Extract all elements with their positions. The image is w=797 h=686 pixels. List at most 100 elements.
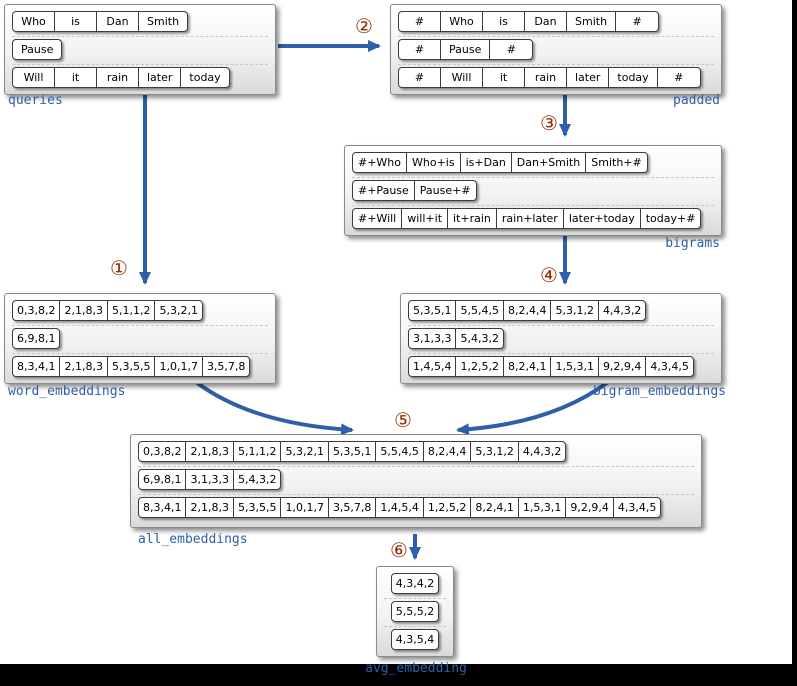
token-row-pill: #Pause# [398,39,534,60]
token-cell: 4,3,4,5 [617,501,657,514]
token-cell: 2,1,8,3 [186,442,234,461]
token-cell: 3,5,7,8 [329,498,377,517]
token-cell: today+# [645,212,696,225]
token-cell: 8,2,4,4 [504,301,552,320]
token-cell: 5,1,1,2 [108,301,156,320]
token-cell: 5,5,4,5 [456,301,504,320]
token-cell: Smith [147,15,180,28]
token-cell: # [506,43,516,56]
token-cell: # [674,71,684,84]
token-cell: 1,0,1,7 [155,357,203,376]
token-cell: # [632,15,642,28]
token-cell: #+Will [353,209,403,228]
step-5-badge: ⑤ [394,408,412,432]
token-cell: later [567,68,610,87]
token-cell: Pause [21,43,54,56]
token-cell: 5,3,5,5 [234,498,282,517]
token-cell: it [55,68,97,87]
token-cell: 1,5,3,1 [519,498,567,517]
token-cell: it+rain [448,209,497,228]
token-cell: 3,1,3,3 [186,470,234,489]
token-cell: 2,1,8,3 [60,357,108,376]
token-cell: Smith+# [591,156,642,169]
avg-embedding-label: avg_embedding [365,661,467,676]
token-cell: # [399,68,441,87]
token-cell: 5,1,1,2 [234,442,282,461]
token-cell: 9,2,9,4 [599,357,647,376]
token-cell: Who+is [407,153,461,172]
token-row: #Pause# [398,37,714,65]
token-cell: Dan [97,12,139,31]
token-cell: 1,4,5,4 [409,357,457,376]
token-cell: 8,2,4,1 [471,498,519,517]
token-cell: today [609,68,658,87]
token-cell: 5,3,1,2 [551,301,599,320]
token-cell: 3,1,3,3 [409,329,457,348]
queries-label: queries [8,93,63,108]
token-cell: Smith [567,12,617,31]
token-cell: 8,2,4,4 [424,442,472,461]
token-cell: is+Dan [461,153,512,172]
token-cell: 9,2,9,4 [566,498,614,517]
token-cell: later [139,68,182,87]
token-cell: it [483,68,525,87]
all-embeddings-label: all_embeddings [138,532,248,547]
token-cell: 8,2,4,1 [504,357,552,376]
token-cell: 5,4,3,2 [460,332,499,345]
token-cell: 5,3,2,1 [159,304,198,317]
arrow-word-embeddings-to-all-embeddings [194,380,354,436]
token-cell: Will [13,68,55,87]
token-cell: 3,5,7,8 [206,360,246,373]
token-cell: rain+later [497,209,564,228]
token-row-pill: 6,9,8,1 [12,328,61,349]
token-row-pill: Pause [12,39,63,60]
token-cell: 2,1,8,3 [60,301,108,320]
token-cell: 5,3,2,1 [281,442,329,461]
token-row-pill: 4,3,5,4 [390,629,440,650]
word-embeddings-label: word_embeddings [8,384,126,399]
step-2-badge: ② [355,14,373,38]
bigrams-label: bigrams [665,236,720,251]
step-3-badge: ③ [540,111,558,135]
token-cell: is [55,12,97,31]
token-cell: # [399,12,441,31]
padded-label: padded [673,93,720,108]
token-cell: 5,5,4,5 [376,442,424,461]
token-row-pill: 5,5,5,2 [390,601,440,622]
token-cell: rain [525,68,567,87]
token-cell: Dan+Smith [512,153,587,172]
token-row: Pause [12,37,268,65]
token-row-pill: 4,3,4,2 [390,573,440,594]
avg-embedding-box: 4,3,4,2 5,5,5,2 4,3,5,4 [376,566,454,657]
token-cell: 5,5,5,2 [395,605,435,618]
token-cell: Pause+# [419,184,471,197]
token-row: 4,3,4,2 [384,571,446,599]
token-cell: 5,3,5,1 [409,301,457,320]
